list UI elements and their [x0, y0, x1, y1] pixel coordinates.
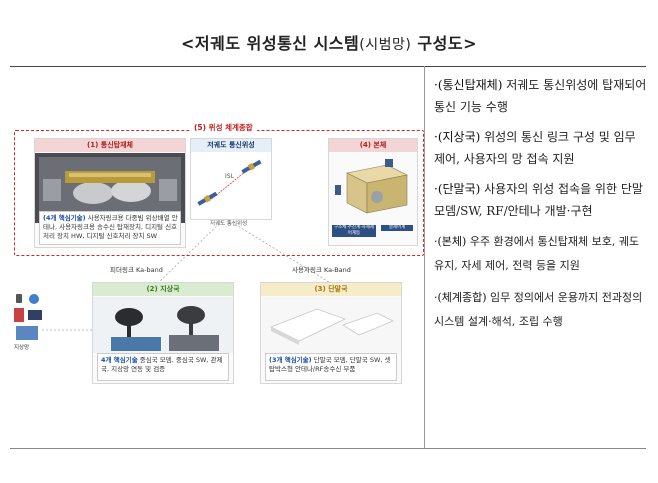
- terminal-desc-text: 단말국 모뎀, 단말국 SW, 셋탑박스형 안테나/RF송수신 부품: [269, 356, 391, 373]
- bus-tag-structure: 구조체·추진계·자세제어계등: [332, 225, 376, 237]
- terminal-note: (3개 핵심기술) 단말국 모뎀, 단말국 SW, 셋탑박스형 안테나/RF송수…: [265, 353, 397, 381]
- terminal-keyword: (3개 핵심기술): [269, 356, 312, 364]
- ground-desc-text: 중심국 모뎀, 중심국 SW, 관제국, 지상망 연동 및 검증: [101, 356, 223, 373]
- bullet-lead: ·(단말국): [434, 182, 481, 196]
- title-main: <저궤도 위성통신 시스템: [181, 34, 360, 53]
- ground-keyword: 4개 핵심기술: [101, 356, 138, 364]
- ground-desc: 4개 핵심기술 중심국 모뎀, 중심국 SW, 관제국, 지상망 연동 및 검증: [101, 356, 227, 374]
- bullet-payload: ·(통신탑재체) 저궤도 통신위성에 탑재되어 통신 기능 수행: [432, 74, 650, 118]
- top-divider: [10, 66, 646, 67]
- bullet-text: 임무 정의에서 운용까지 전과정의 시스템 설계·해석, 조립 수행: [434, 291, 643, 328]
- page-title: <저궤도 위성통신 시스템(시범망) 구성도>: [0, 30, 658, 54]
- leo-satellite-panel: 저궤도 통신위성 ISL: [190, 138, 272, 220]
- bullet-lead: ·(체계종합): [434, 291, 487, 304]
- payload-desc: (4개 핵심기술) 사용자링크용 다중빔 위상배열 안테나, 사용자링크용 송수…: [43, 214, 179, 241]
- link-lines: [42, 217, 333, 331]
- payload-note: (4개 핵심기술) 사용자링크용 다중빔 위상배열 안테나, 사용자링크용 송수…: [39, 211, 181, 245]
- satellite-icon: [197, 159, 262, 206]
- payload-keyword: (4개 핵심기술): [43, 214, 86, 222]
- bullet-lead: ·(지상국): [434, 130, 481, 144]
- title-tail: 구성도>: [417, 34, 477, 53]
- bullet-text: 우주 환경에서 통신탑재체 보호, 궤도 유지, 자세 제어, 전력 등을 지원: [434, 235, 640, 272]
- bullet-text: 저궤도 통신위성에 탑재되어 통신 기능 수행: [434, 78, 647, 114]
- user-link-label: 사용자링크 Ka-Band: [292, 266, 351, 274]
- description-list: ·(통신탑재체) 저궤도 통신위성에 탑재되어 통신 기능 수행 ·(지상국) …: [432, 74, 650, 342]
- bottom-divider: [10, 448, 646, 449]
- terminal-panel: (3) 단말국 (3개 핵심기술) 단말국 모뎀, 단말국 SW, 셋탑박스형 …: [260, 282, 402, 384]
- column-divider: [424, 66, 425, 448]
- feeder-link-label: 피더링크 Ka-band: [110, 266, 163, 274]
- bus-tag-thermal: 열제어계: [381, 225, 413, 231]
- bullet-text: 사용자의 위성 접속을 위한 단말 모뎀/SW, RF/안테나 개발·구현: [434, 182, 643, 218]
- isl-label: ISL: [225, 173, 234, 180]
- payload-panel: (1) 통신탑재체 (4개 핵심기술) 사용자링크용 다중빔 위상배열 안테나,…: [34, 138, 186, 248]
- bullet-lead: ·(본체): [434, 235, 467, 248]
- leo-heading: 저궤도 통신위성: [191, 139, 271, 152]
- users-label: 지상망: [14, 345, 30, 351]
- ground-heading: (2) 지상국: [93, 283, 233, 296]
- integration-label: (5) 위성 체계종합: [190, 122, 257, 133]
- bullet-ground-station: ·(지상국) 위성의 통신 링크 구성 및 임무 제어, 사용자의 망 접속 지…: [432, 126, 650, 170]
- ground-note: 4개 핵심기술 중심국 모뎀, 중심국 SW, 관제국, 지상망 연동 및 검증: [97, 353, 229, 381]
- ground-station-image: [93, 297, 233, 353]
- bullet-lead: ·(통신탑재체): [434, 78, 503, 92]
- bus-panel: (4) 본체 구조체·추진계·자세제어계등 열제어계: [328, 138, 418, 246]
- bullet-integration: ·(체계종합) 임무 정의에서 운용까지 전과정의 시스템 설계·해석, 조립 …: [432, 286, 650, 334]
- terminal-desc: (3개 핵심기술) 단말국 모뎀, 단말국 SW, 셋탑박스형 안테나/RF송수…: [269, 356, 395, 374]
- satellite-label: 저궤도 통신위성: [210, 221, 248, 227]
- title-paren: (시범망): [359, 37, 412, 53]
- payload-desc-text: 사용자링크용 다중빔 위상배열 안테나, 사용자링크용 송수신 탑재장치, 디지…: [43, 214, 178, 240]
- bullet-bus: ·(본체) 우주 환경에서 통신탑재체 보호, 궤도 유지, 자세 제어, 전력…: [432, 230, 650, 278]
- payload-image: [35, 153, 185, 223]
- bus-heading: (4) 본체: [329, 139, 417, 152]
- bus-image: [335, 159, 408, 214]
- bullet-text: 위성의 통신 링크 구성 및 임무 제어, 사용자의 망 접속 지원: [434, 130, 636, 166]
- system-diagram: (5) 위성 체계종합 (1) 통신탑재체 (4개 핵심기술) 사용자링크용 다…: [12, 68, 424, 446]
- bullet-terminal: ·(단말국) 사용자의 위성 접속을 위한 단말 모뎀/SW, RF/안테나 개…: [432, 178, 650, 222]
- ground-station-panel: (2) 지상국 4개 핵심기술 중심국 모뎀, 중심국 SW, 관제국, 지상망…: [92, 282, 234, 384]
- payload-heading: (1) 통신탑재체: [35, 139, 185, 152]
- terminal-image: [261, 297, 401, 353]
- terminal-heading: (3) 단말국: [261, 283, 401, 296]
- ground-users-icons: [14, 294, 42, 340]
